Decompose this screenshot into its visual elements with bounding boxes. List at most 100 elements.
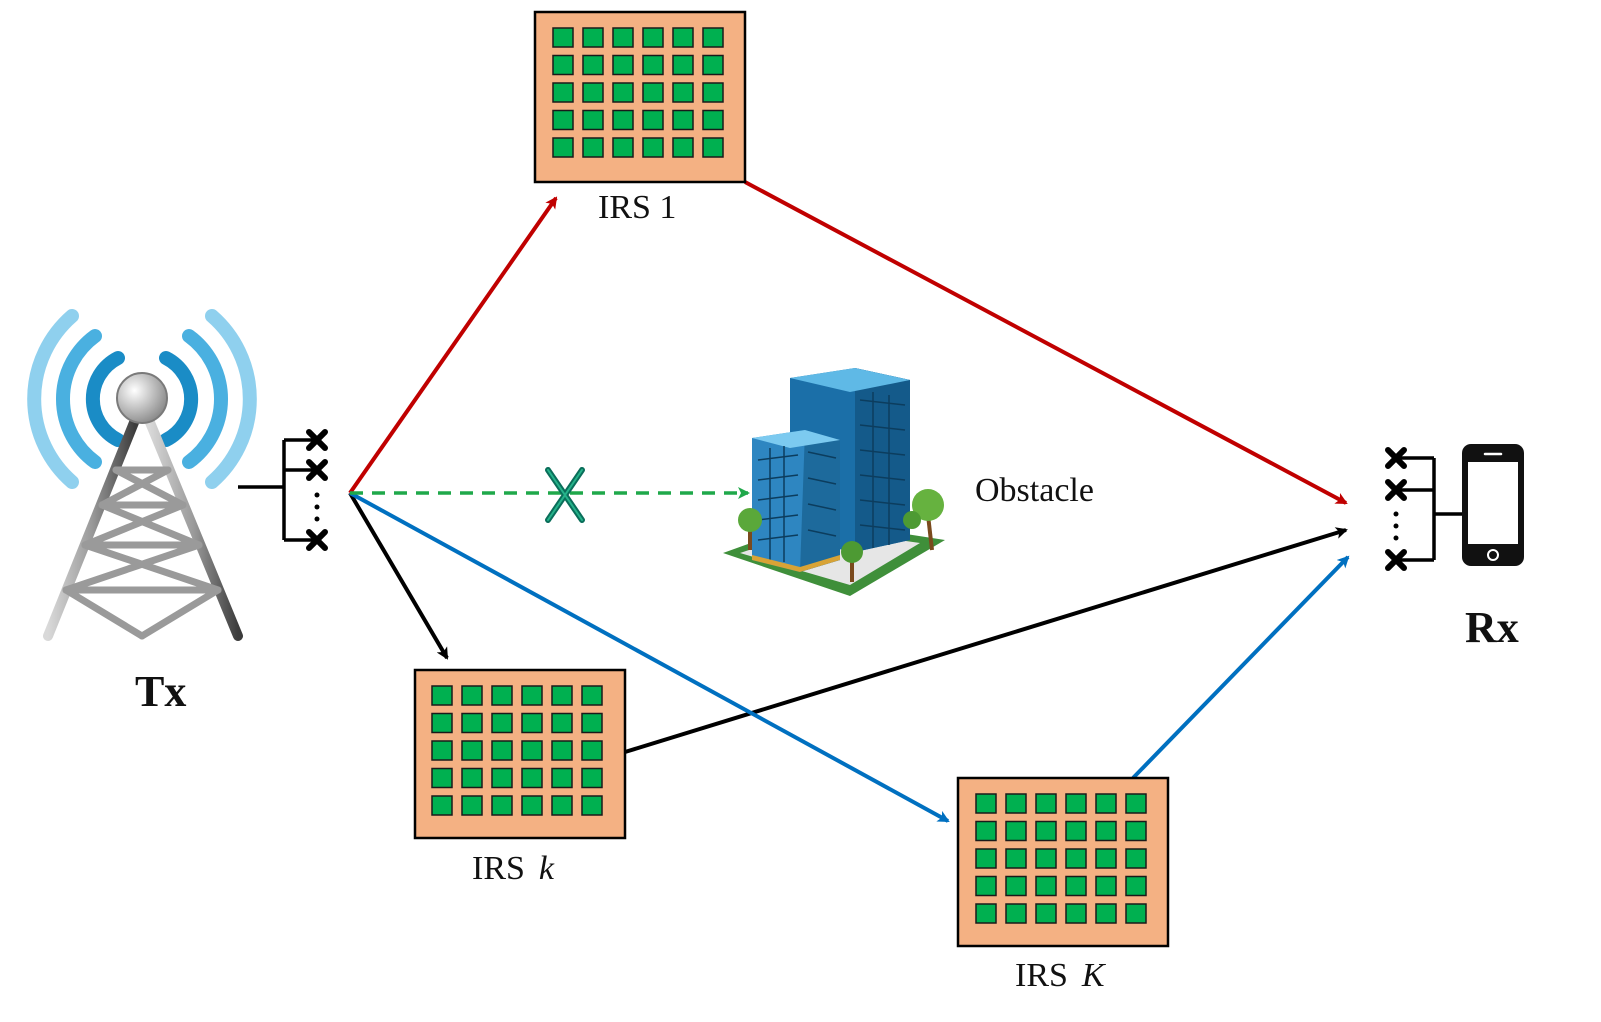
irs-element	[552, 137, 574, 158]
irs-element	[521, 712, 543, 734]
irs-element	[1095, 848, 1117, 869]
irs-element	[552, 109, 574, 131]
irs-element	[642, 137, 664, 158]
irs-element	[431, 767, 453, 789]
irs-element	[1125, 848, 1147, 869]
irs-element	[612, 82, 634, 103]
tx-antenna-array-icon	[238, 429, 328, 551]
irs-element	[1005, 793, 1027, 814]
tx-label: Tx	[135, 667, 186, 716]
path-irs1-incident	[348, 196, 558, 495]
irs-element	[431, 712, 453, 734]
rx-label: Rx	[1465, 603, 1519, 652]
irs-element	[975, 793, 997, 814]
rx-antenna-array-icon	[1385, 447, 1466, 571]
irs-element	[551, 740, 573, 761]
irs-element	[1035, 848, 1057, 869]
irs-element	[1125, 820, 1147, 842]
irs-element	[552, 82, 574, 103]
irs-element	[431, 795, 453, 816]
irs-element	[552, 27, 574, 48]
irs-element	[582, 137, 604, 158]
irs-element	[1065, 793, 1087, 814]
irs-element	[1035, 875, 1057, 897]
irs-element	[491, 712, 513, 734]
irs-element	[491, 685, 513, 706]
irs-k-panel	[413, 668, 627, 840]
irs-element	[1065, 820, 1087, 842]
irs-element	[642, 82, 664, 103]
path-irsk-incident	[348, 491, 449, 660]
irs-element	[612, 54, 634, 76]
path-irsK-reflected	[1131, 555, 1350, 780]
irs-element	[1125, 793, 1147, 814]
irs-element	[582, 82, 604, 103]
irs-1-panel	[533, 10, 747, 184]
cell-tower-icon	[27, 309, 257, 645]
irs-element	[551, 712, 573, 734]
irs-element	[672, 27, 694, 48]
irs-element	[702, 27, 724, 48]
irs-element	[975, 903, 997, 924]
irs-element	[581, 712, 603, 734]
irs-element	[1035, 820, 1057, 842]
irs-element	[1125, 875, 1147, 897]
irs-element	[702, 109, 724, 131]
path-irsK-incident	[349, 491, 950, 823]
irs-element	[491, 767, 513, 789]
irs-element	[1035, 793, 1057, 814]
path-irsk-reflected	[624, 527, 1348, 754]
irs-element	[1095, 793, 1117, 814]
irs-element	[975, 875, 997, 897]
irs-element	[552, 54, 574, 76]
irs-element	[581, 767, 603, 789]
irs-element	[461, 740, 483, 761]
irs-element	[581, 685, 603, 706]
irs-element	[461, 685, 483, 706]
irs-1-label: IRS 1	[598, 189, 676, 226]
irs-element	[551, 685, 573, 706]
irs-element	[702, 137, 724, 158]
irs-K-panel	[956, 776, 1170, 948]
irs-element	[1005, 848, 1027, 869]
irs-element	[1065, 875, 1087, 897]
irs-element	[702, 54, 724, 76]
irs-element	[975, 820, 997, 842]
irs-element	[461, 795, 483, 816]
irs-element	[551, 767, 573, 789]
irs-element	[582, 54, 604, 76]
irs-element	[672, 109, 694, 131]
obstacle-label: Obstacle	[975, 472, 1094, 509]
irs-element	[672, 82, 694, 103]
irs-element	[521, 795, 543, 816]
irs-element	[491, 740, 513, 761]
irs-element	[1065, 848, 1087, 869]
irs-element	[551, 795, 573, 816]
irs-element	[642, 109, 664, 131]
building-icon	[723, 368, 945, 596]
irs-element	[581, 795, 603, 816]
irs-element	[431, 740, 453, 761]
irs-element	[1035, 903, 1057, 924]
irs-element	[612, 27, 634, 48]
irs-element	[1095, 820, 1117, 842]
irs-element	[582, 109, 604, 131]
irs-element	[672, 54, 694, 76]
irs-element	[461, 767, 483, 789]
irs-element	[521, 685, 543, 706]
irs-element	[582, 27, 604, 48]
irs-element	[461, 712, 483, 734]
irs-element	[1095, 875, 1117, 897]
irs-element	[612, 137, 634, 158]
irs-element	[521, 740, 543, 761]
irs-element	[672, 137, 694, 158]
irs-element	[1005, 820, 1027, 842]
path-irs1-reflected	[744, 180, 1348, 505]
signal-waves-icon	[27, 309, 257, 489]
irs-element	[491, 795, 513, 816]
irs-element	[1005, 903, 1027, 924]
irs-element	[431, 685, 453, 706]
